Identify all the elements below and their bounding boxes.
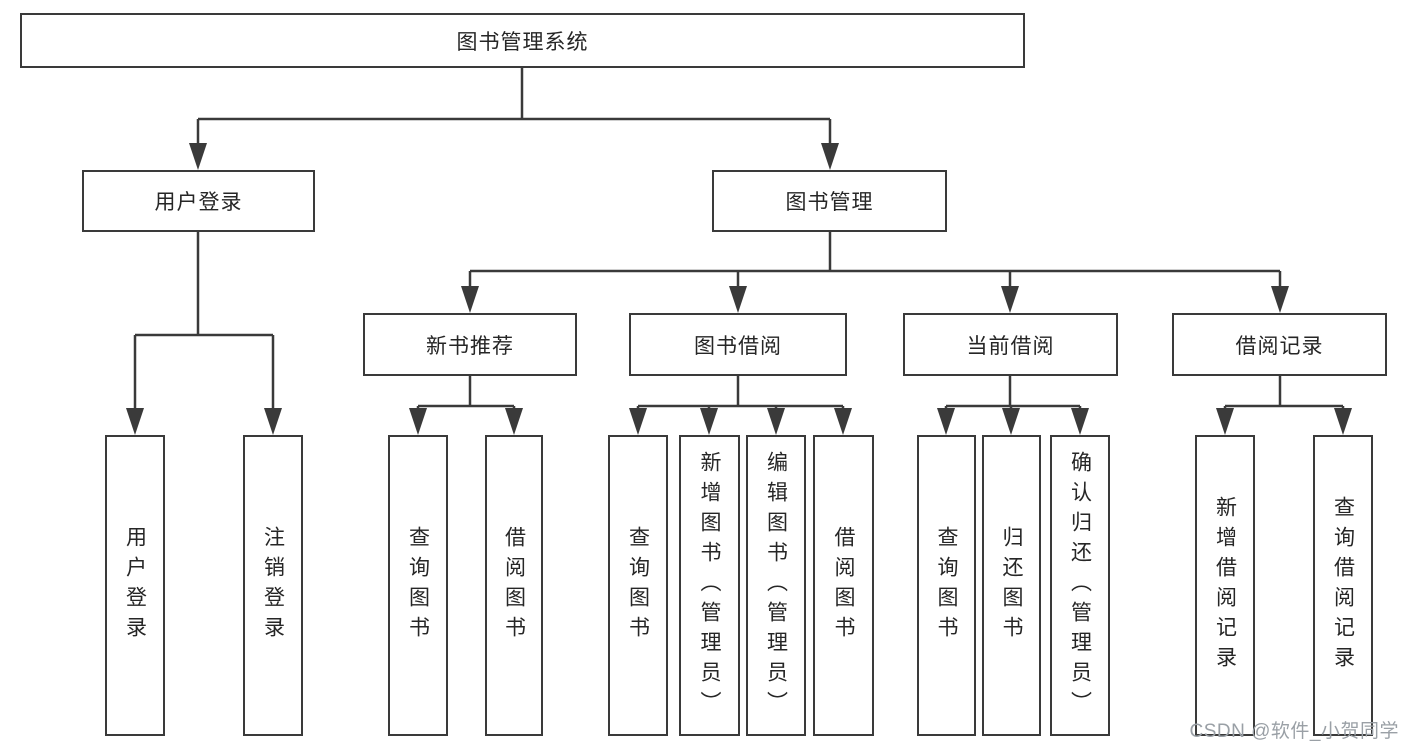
- node-label: 新增借阅记录: [1213, 495, 1237, 676]
- arrowhead-icon: [189, 143, 207, 170]
- node-label: 用户登录: [154, 191, 243, 214]
- arrowhead-icon: [1001, 286, 1019, 313]
- node-leaf-query-books-3: 查询图书: [917, 435, 976, 736]
- node-label: 查询借阅记录: [1331, 495, 1355, 676]
- node-label: 当前借阅: [966, 334, 1055, 358]
- node-leaf-query-borrow-record: 查询借阅记录: [1313, 435, 1373, 736]
- node-borrowing-records: 借阅记录: [1172, 313, 1387, 376]
- arrowhead-icon: [629, 408, 647, 435]
- node-leaf-edit-book-admin: 编辑图书（管理员）: [746, 435, 806, 736]
- arrowhead-icon: [264, 408, 282, 435]
- node-label: 注销登录: [261, 525, 285, 646]
- node-label: 归还图书: [1000, 525, 1023, 646]
- node-label: 用户登录: [123, 525, 147, 646]
- node-library-system: 图书管理系统: [20, 13, 1025, 68]
- node-label: 借阅记录: [1235, 334, 1324, 358]
- node-label: 新增图书（管理员）: [698, 450, 721, 721]
- arrowhead-icon: [505, 408, 523, 435]
- node-label: 查询图书: [406, 525, 430, 646]
- arrowhead-icon: [1002, 408, 1020, 435]
- node-book-management: 图书管理: [712, 170, 947, 232]
- arrowhead-icon: [1216, 408, 1234, 435]
- arrowhead-icon: [937, 408, 955, 435]
- node-leaf-user-login: 用户登录: [105, 435, 165, 736]
- node-label: 确认归还（管理员）: [1068, 450, 1092, 721]
- node-leaf-add-borrow-record: 新增借阅记录: [1195, 435, 1255, 736]
- node-current-borrowing: 当前借阅: [903, 313, 1118, 376]
- arrowhead-icon: [767, 408, 785, 435]
- node-label: 图书管理系统: [456, 30, 589, 54]
- node-leaf-return-books: 归还图书: [982, 435, 1041, 736]
- arrowhead-icon: [1271, 286, 1289, 313]
- arrowhead-icon: [409, 408, 427, 435]
- node-new-book-recommend: 新书推荐: [363, 313, 577, 376]
- arrowhead-icon: [461, 286, 479, 313]
- arrowhead-icon: [1334, 408, 1352, 435]
- node-leaf-query-books-2: 查询图书: [608, 435, 668, 736]
- node-leaf-borrow-books: 借阅图书: [485, 435, 543, 736]
- node-leaf-confirm-return-admin: 确认归还（管理员）: [1050, 435, 1110, 736]
- arrowhead-icon: [700, 408, 718, 435]
- arrowhead-icon: [1071, 408, 1089, 435]
- node-leaf-logout: 注销登录: [243, 435, 303, 736]
- node-label: 编辑图书（管理员）: [764, 450, 788, 721]
- node-label: 查询图书: [626, 525, 650, 646]
- node-label: 借阅图书: [832, 525, 855, 646]
- node-label: 借阅图书: [502, 525, 526, 646]
- arrowhead-icon: [126, 408, 144, 435]
- arrowhead-icon: [834, 408, 852, 435]
- node-label: 新书推荐: [426, 334, 514, 358]
- node-label: 图书借阅: [694, 334, 782, 358]
- arrowhead-icon: [729, 286, 747, 313]
- node-book-borrowing: 图书借阅: [629, 313, 847, 376]
- node-leaf-query-books: 查询图书: [388, 435, 448, 736]
- node-leaf-borrow-books-2: 借阅图书: [813, 435, 874, 736]
- arrowhead-icon: [821, 143, 839, 170]
- node-label: 查询图书: [935, 525, 958, 646]
- node-leaf-add-book-admin: 新增图书（管理员）: [679, 435, 740, 736]
- watermark: CSDN @软件_小贺同学: [1189, 721, 1399, 742]
- node-user-login: 用户登录: [82, 170, 315, 232]
- node-label: 图书管理: [785, 191, 874, 214]
